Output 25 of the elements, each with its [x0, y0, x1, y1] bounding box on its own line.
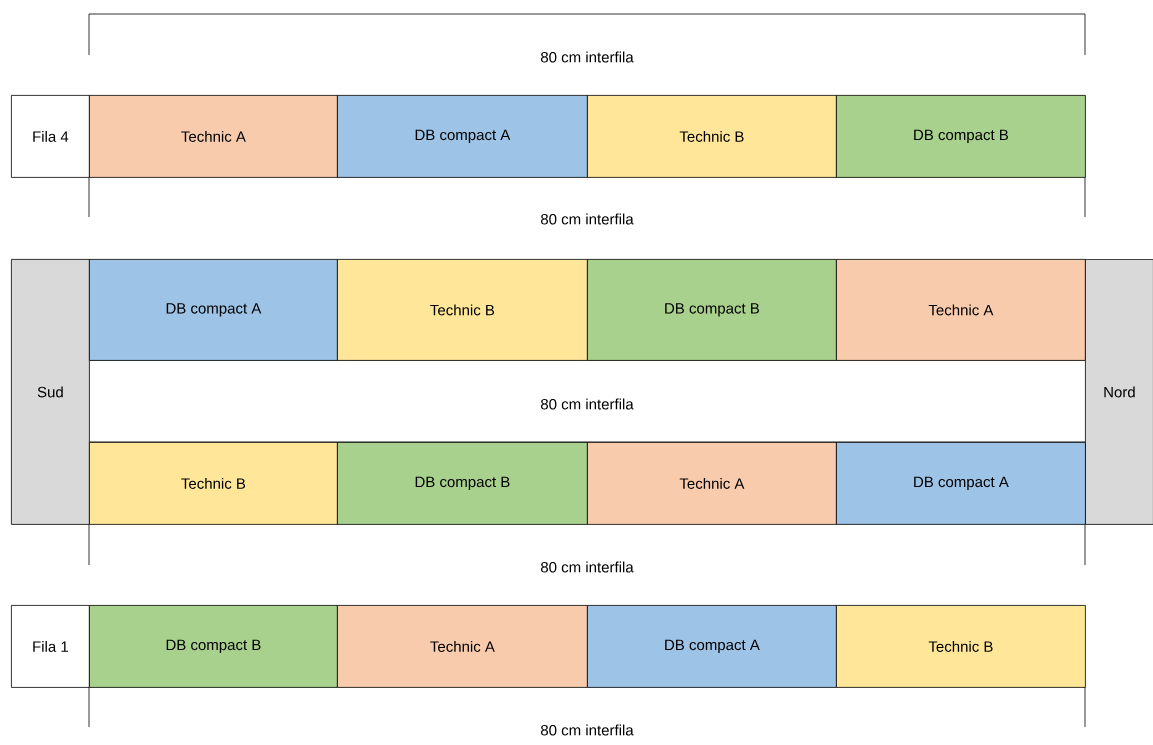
- side-band: Sud: [11, 259, 90, 525]
- plot-cell: DB compact A: [89, 259, 338, 361]
- plot-cell: DB compact B: [836, 95, 1086, 178]
- plot-cell: DB compact A: [836, 442, 1086, 525]
- plot-cell: Technic A: [337, 605, 588, 688]
- plot-cell: DB compact A: [587, 605, 837, 688]
- plot-cell: Technic A: [836, 259, 1086, 361]
- row-label-box: Fila 4: [11, 95, 90, 178]
- plot-cell: Technic A: [587, 442, 837, 525]
- plot-cell: DB compact B: [587, 259, 837, 361]
- plot-cell: Technic B: [587, 95, 837, 178]
- row-label-box: Fila 1: [11, 605, 90, 688]
- plot-cell: DB compact A: [337, 95, 588, 178]
- plot-cell: DB compact B: [337, 442, 588, 525]
- side-band: Nord: [1085, 259, 1153, 525]
- dimension-label: 80 cm interfila: [541, 561, 634, 573]
- plot-cell: Technic A: [89, 95, 338, 178]
- dimension-label: 80 cm interfila: [541, 724, 634, 736]
- plot-cell: Technic B: [337, 259, 588, 361]
- dimension-label: 80 cm interfila: [541, 213, 634, 225]
- dimension-label: 80 cm interfila: [541, 398, 634, 410]
- plot-cell: Technic B: [836, 605, 1086, 688]
- plot-cell: Technic B: [89, 442, 338, 525]
- plot-cell: DB compact B: [89, 605, 338, 688]
- dimension-label: 80 cm interfila: [541, 51, 634, 63]
